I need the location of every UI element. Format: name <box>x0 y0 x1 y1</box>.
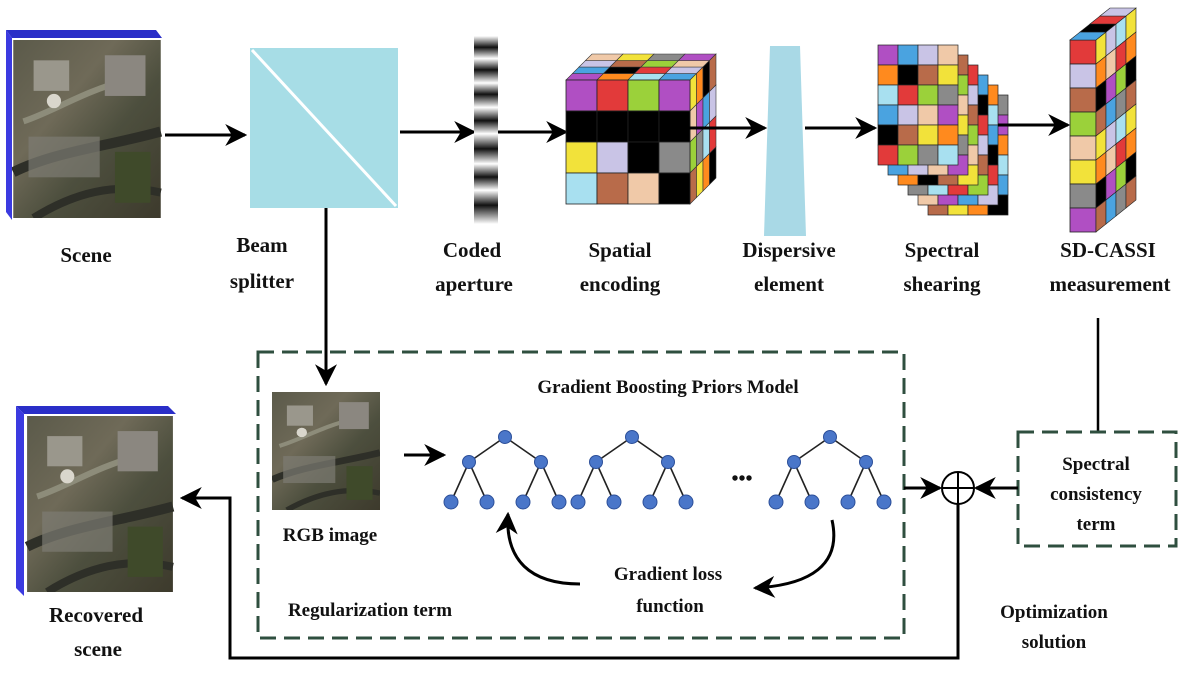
spatial-encoding-cube <box>565 53 717 205</box>
beam-label-1: Beam <box>236 233 288 257</box>
spatial-label-1: Spatial <box>588 238 651 262</box>
dispersive-label-2: element <box>754 272 824 296</box>
beam-splitter <box>250 48 398 208</box>
optimization-label-1: Optimization <box>1000 602 1108 623</box>
spectral-shearing-cube <box>877 44 1009 216</box>
arrow-last-tree-to-loss <box>752 519 836 598</box>
regularization-label: Regularization term <box>288 600 452 621</box>
tree-ensemble <box>443 430 892 510</box>
consistency-label-3: term <box>1076 514 1115 535</box>
gbp-title: Gradient Boosting Priors Model <box>537 377 798 398</box>
binary-tree <box>443 430 567 510</box>
coded-label-1: Coded <box>443 238 502 262</box>
rgb-label: RGB image <box>283 525 377 546</box>
recovered-label-2: scene <box>74 637 122 661</box>
measurement-label-2: measurement <box>1050 272 1171 296</box>
arrow-optimization-loop <box>179 487 960 660</box>
binary-tree <box>768 430 892 510</box>
dispersive-label-1: Dispersive <box>742 238 835 262</box>
consistency-label-1: Spectral <box>1062 454 1130 475</box>
spatial-label-2: encoding <box>580 272 661 296</box>
coded-label-2: aperture <box>435 272 513 296</box>
shearing-label-2: shearing <box>903 272 981 296</box>
regularization-box <box>256 350 906 640</box>
binary-tree <box>570 430 694 510</box>
optimization-label-2: solution <box>1022 632 1087 653</box>
loss-label-2: function <box>636 596 704 617</box>
consistency-label-2: consistency <box>1050 484 1142 505</box>
coded-aperture-strip <box>474 36 498 224</box>
beam-label-2: splitter <box>230 269 294 293</box>
scene-image <box>6 30 162 220</box>
tree-ellipsis: ••• <box>731 468 752 490</box>
loss-label-1: Gradient loss <box>614 564 722 585</box>
dispersive-element <box>764 46 806 236</box>
shearing-label-1: Spectral <box>905 238 980 262</box>
recovered-label-1: Recovered <box>49 603 143 627</box>
summation-icon <box>941 471 975 505</box>
arrow-loss-to-first-tree <box>495 511 581 586</box>
sd-cassi-measurement <box>1069 7 1137 233</box>
recovered-scene-image <box>16 406 176 596</box>
rgb-image <box>272 392 380 510</box>
measurement-label-1: SD-CASSI <box>1060 238 1156 262</box>
scene-label: Scene <box>60 243 111 267</box>
